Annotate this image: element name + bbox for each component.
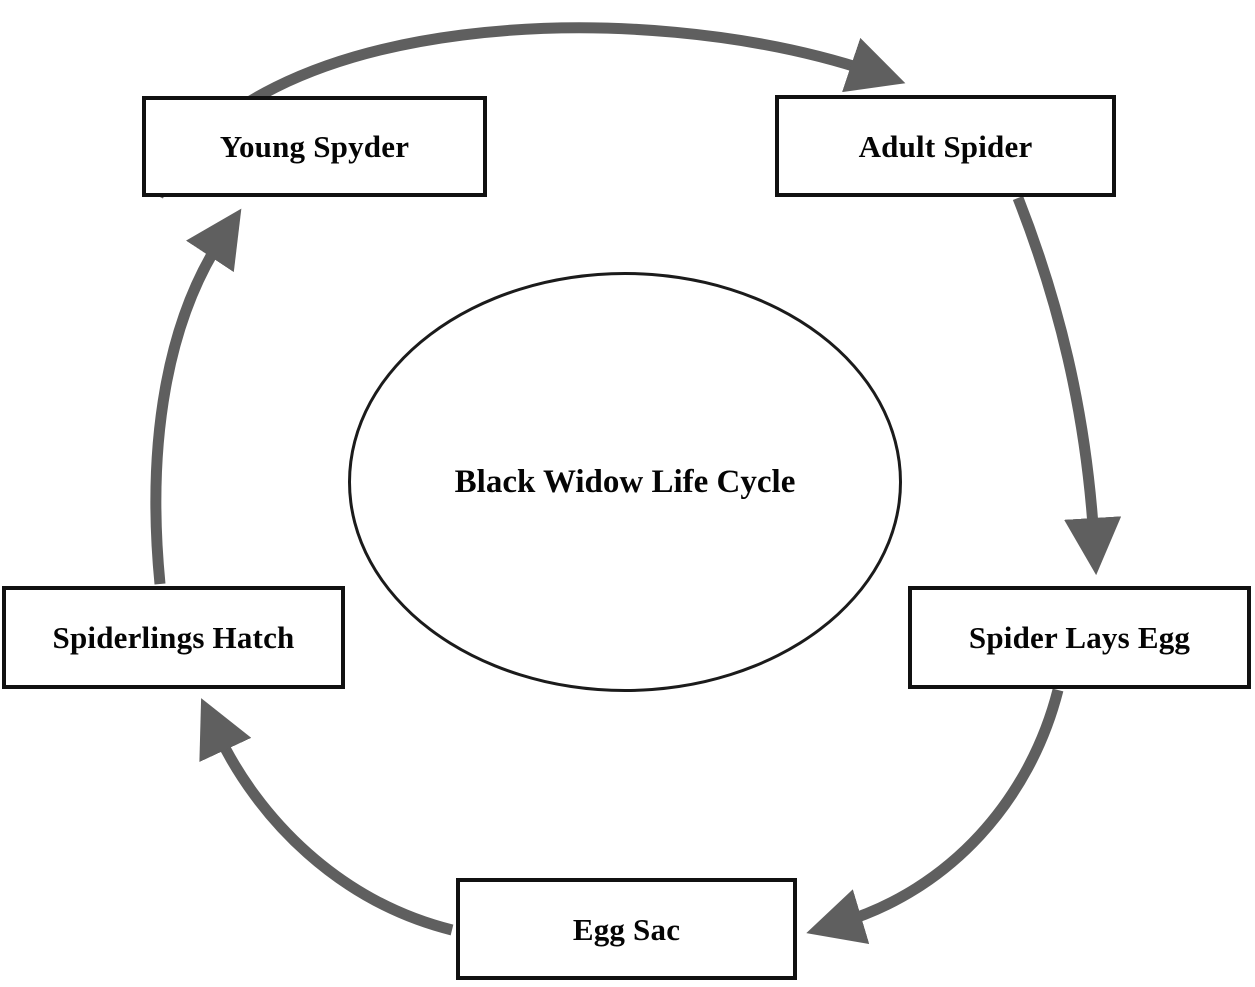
edge-adult-to-lays [1012, 195, 1122, 576]
node-label-adult-spider: Adult Spider [858, 128, 1033, 164]
center-ellipse: Black Widow Life Cycle [348, 272, 902, 692]
edge-eggsac-to-hatch [199, 698, 454, 936]
node-egg-sac[interactable]: Egg Sac [456, 878, 797, 980]
edge-lays-to-eggsac [806, 688, 1064, 945]
center-title: Black Widow Life Cycle [454, 463, 796, 500]
edge-hatch-to-young [150, 208, 242, 585]
node-label-young-spyder: Young Spyder [219, 129, 410, 164]
node-label-spiderlings-hatch: Spiderlings Hatch [52, 620, 295, 655]
node-young-spyder[interactable]: Young Spyder [142, 96, 487, 197]
node-label-spider-lays-egg: Spider Lays Egg [968, 620, 1191, 655]
node-spider-lays-egg[interactable]: Spider Lays Egg [908, 586, 1251, 689]
node-adult-spider[interactable]: Adult Spider [775, 95, 1116, 197]
node-spiderlings-hatch[interactable]: Spiderlings Hatch [2, 586, 345, 689]
node-label-egg-sac: Egg Sac [572, 911, 681, 947]
